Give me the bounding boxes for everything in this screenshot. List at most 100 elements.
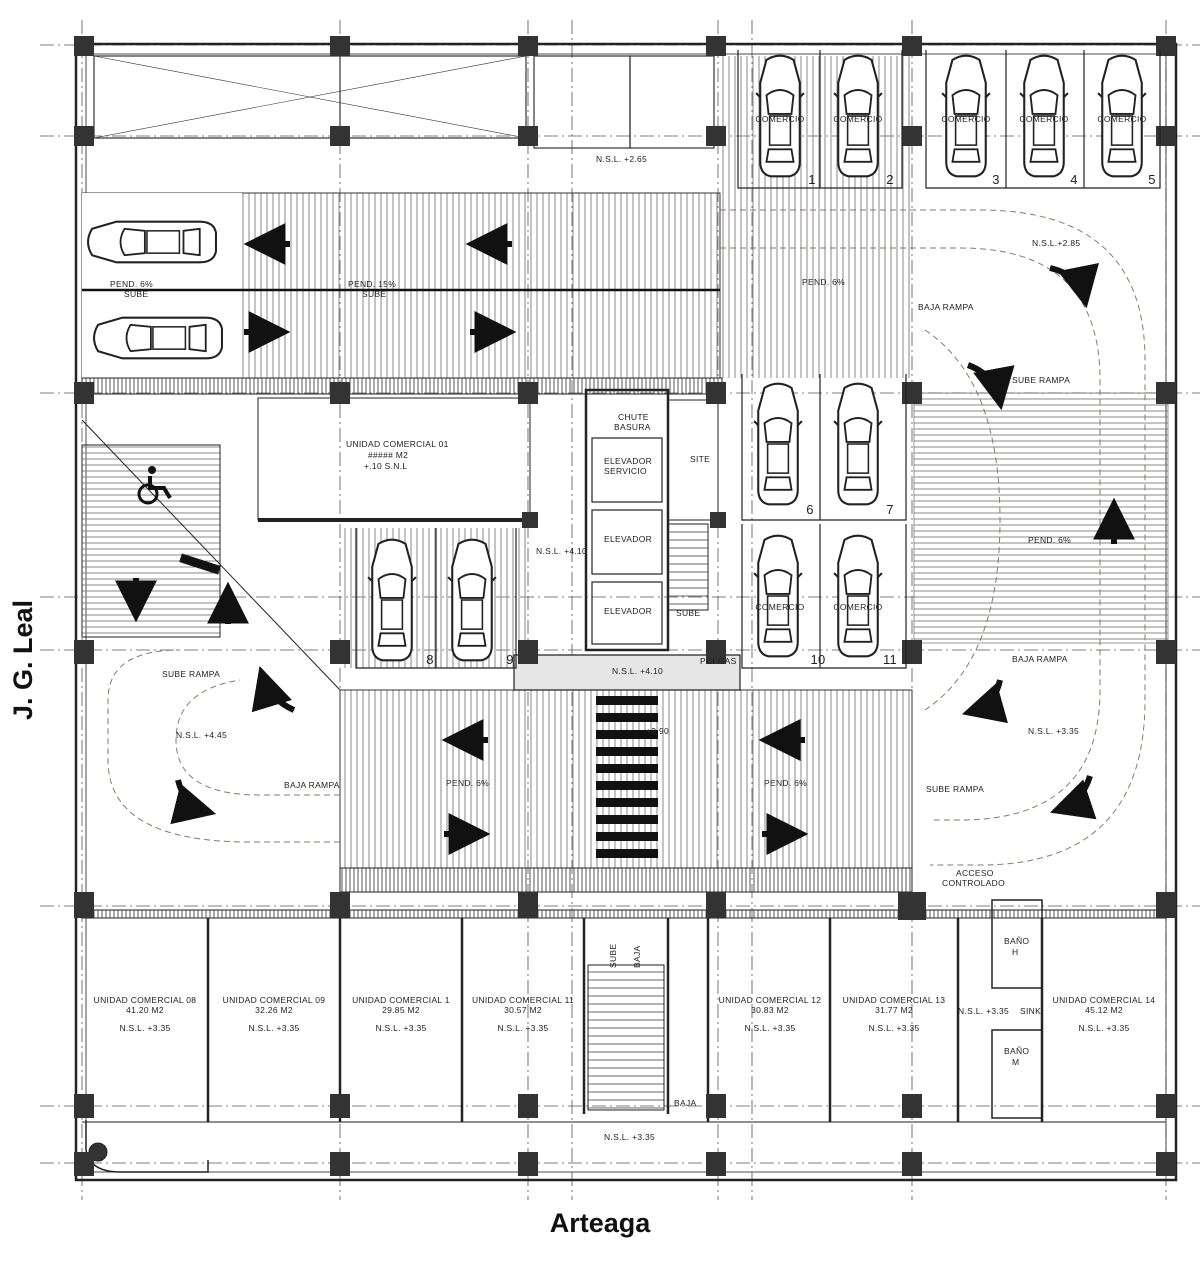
level-label: N.S.L. +3.35 bbox=[958, 1006, 1009, 1016]
direction-label: BAJA bbox=[674, 1098, 696, 1108]
unit-level: N.S.L. +3.35 bbox=[744, 1023, 795, 1033]
ramp-label: BAJA RAMPA bbox=[1012, 654, 1068, 664]
slope-label: PEND. 6% bbox=[802, 277, 845, 287]
parking-stall-number: 2 bbox=[886, 172, 894, 187]
parking-stall-number: 4 bbox=[1070, 172, 1078, 187]
car-icon bbox=[833, 534, 883, 658]
parking-stall-number: 3 bbox=[992, 172, 1000, 187]
elevator-core bbox=[513, 388, 741, 691]
top-rooms bbox=[93, 55, 715, 149]
parking-stall-label: COMERCIO bbox=[941, 114, 990, 124]
unit-name: UNIDAD COMERCIAL 13 bbox=[843, 995, 946, 1005]
level-label: N.S.L. +2.65 bbox=[596, 154, 647, 164]
room-label: ELEVADOR bbox=[604, 534, 652, 544]
parking-stall-number: 7 bbox=[886, 502, 894, 517]
car-icon bbox=[86, 220, 218, 264]
unit-name: UNIDAD COMERCIAL 12 bbox=[719, 995, 822, 1005]
level-label: N.S.L. +4.10 bbox=[612, 666, 663, 676]
room-label: SINK bbox=[1020, 1006, 1041, 1016]
level-label: N.S.L. +3.35 bbox=[604, 1132, 655, 1142]
unit-area: 45.12 M2 bbox=[1085, 1005, 1123, 1015]
parking-stall-label: COMERCIO bbox=[755, 602, 804, 612]
slope-label: PEND. 6% bbox=[764, 778, 807, 788]
parking-stall-number: 8 bbox=[426, 652, 434, 667]
slope-label: PEND. 6% bbox=[1028, 535, 1071, 545]
parking-stall-label: COMERCIO bbox=[755, 114, 804, 124]
ramp-label: BAJA RAMPA bbox=[918, 302, 974, 312]
direction-label: SUBE bbox=[676, 608, 700, 618]
slope-label: PEND. 6% bbox=[110, 279, 153, 289]
room-label: BAÑO bbox=[1004, 936, 1029, 946]
room-label: BAÑO bbox=[1004, 1046, 1029, 1056]
unit-name: UNIDAD COMERCIAL 09 bbox=[223, 995, 326, 1005]
level-label: +3.90 bbox=[646, 726, 669, 736]
room-label: M bbox=[1012, 1057, 1019, 1067]
unit-area: 41.20 M2 bbox=[126, 1005, 164, 1015]
level-label: N.S.L. +4.45 bbox=[176, 730, 227, 740]
unit-area: 30.57 M2 bbox=[504, 1005, 542, 1015]
ramp-label: SUBE RAMPA bbox=[1012, 375, 1070, 385]
unit-area: 30.83 M2 bbox=[751, 1005, 789, 1015]
unit-name: UNIDAD COMERCIAL 11 bbox=[472, 995, 574, 1005]
ramp-label: BAJA RAMPA bbox=[284, 780, 340, 790]
unit-level: N.S.L. +3.35 bbox=[375, 1023, 426, 1033]
room-label: ELEVADOR bbox=[604, 606, 652, 616]
unit-area: 29.85 M2 bbox=[382, 1005, 420, 1015]
parking-stall-label: COMERCIO bbox=[1097, 114, 1146, 124]
unit-area: 32.26 M2 bbox=[255, 1005, 293, 1015]
unit-name: UNIDAD COMERCIAL 14 bbox=[1053, 995, 1156, 1005]
slope-label: PEND. 15% bbox=[348, 279, 396, 289]
level-label: N.S.L. +3.35 bbox=[1028, 726, 1079, 736]
unit-level: N.S.L. +3.35 bbox=[248, 1023, 299, 1033]
unit-area: 31.77 M2 bbox=[875, 1005, 913, 1015]
car-icon bbox=[753, 382, 803, 506]
car-icon bbox=[753, 534, 803, 658]
car-icon bbox=[833, 382, 883, 506]
unit-level: N.S.L. +3.35 bbox=[1078, 1023, 1129, 1033]
parking-stall-label: COMERCIO bbox=[833, 602, 882, 612]
car-icon bbox=[447, 538, 497, 662]
level-label: N.S.L.+2.85 bbox=[1032, 238, 1080, 248]
car-icon bbox=[92, 316, 224, 360]
parking-stalls bbox=[355, 50, 1161, 669]
wheelchair-icon bbox=[137, 466, 172, 505]
unit-name: UNIDAD COMERCIAL 1 bbox=[352, 995, 450, 1005]
room-label: H bbox=[1012, 947, 1018, 957]
parking-stall-number: 9 bbox=[506, 652, 514, 667]
room-label: SERVICIO bbox=[604, 466, 647, 476]
street-name-west: J. G. Leal bbox=[8, 599, 38, 720]
parking-stall-label: COMERCIO bbox=[833, 114, 882, 124]
direction-label: SUBE bbox=[608, 944, 618, 968]
direction-label: BAJA bbox=[632, 946, 642, 968]
direction-arrows bbox=[115, 223, 1135, 855]
street-name-south: Arteaga bbox=[549, 1208, 651, 1238]
room-label: SITE bbox=[690, 454, 710, 464]
unit-level: +.10 S.N.L bbox=[364, 461, 407, 471]
direction-label: SUBE bbox=[362, 289, 386, 299]
columns bbox=[74, 36, 1176, 1176]
parking-stall-number: 5 bbox=[1148, 172, 1156, 187]
parking-stall-number: 6 bbox=[806, 502, 814, 517]
parking-stall-number: 1 bbox=[808, 172, 816, 187]
room-label: PCI GAS bbox=[700, 656, 737, 666]
parking-labels: COMERCIO1COMERCIO2COMERCIO3COMERCIO4COME… bbox=[426, 114, 1156, 667]
unit-level: N.S.L. +3.35 bbox=[868, 1023, 919, 1033]
parking-stall-number: 10 bbox=[810, 652, 825, 667]
level-label: N.S.L. +4.10 bbox=[536, 546, 587, 556]
access-label: CONTROLADO bbox=[942, 878, 1005, 888]
bottom-units bbox=[81, 899, 1167, 1173]
unit-area: ##### M2 bbox=[368, 450, 408, 460]
room-label: BASURA bbox=[614, 422, 651, 432]
ramp-label: SUBE RAMPA bbox=[162, 669, 220, 679]
ramp-label: SUBE RAMPA bbox=[926, 784, 984, 794]
unit-level: N.S.L. +3.35 bbox=[119, 1023, 170, 1033]
unit-level: N.S.L. +3.35 bbox=[497, 1023, 548, 1033]
room-label: ELEVADOR bbox=[604, 456, 652, 466]
plan-labels: N.S.L. +2.65 N.S.L.+2.85 N.S.L. +4.10 N.… bbox=[110, 154, 1080, 1142]
parking-stall-label: COMERCIO bbox=[1019, 114, 1068, 124]
unit-name: UNIDAD COMERCIAL 08 bbox=[94, 995, 197, 1005]
parking-stall-number: 11 bbox=[883, 652, 897, 667]
unit-name: UNIDAD COMERCIAL 01 bbox=[346, 439, 449, 449]
